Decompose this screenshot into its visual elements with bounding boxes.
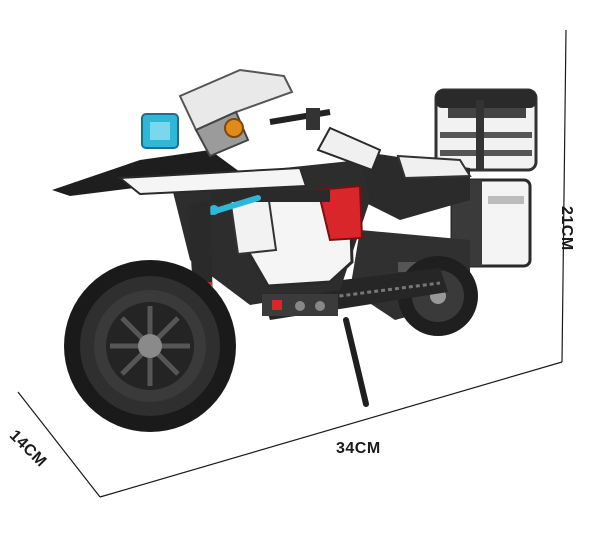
top-case [434,88,538,172]
front-wheel [64,260,236,432]
length-line [99,361,563,498]
height-label: 21CM [558,206,575,251]
windshield [178,68,294,158]
height-line [561,29,567,363]
handlebar [224,108,331,138]
dimension-lines [17,29,567,498]
cyan-lever [209,195,261,215]
front-fairing [52,126,382,202]
width-line [17,391,101,498]
headlight [141,113,179,149]
kickstand [343,317,369,407]
length-label: 34CM [336,440,381,457]
